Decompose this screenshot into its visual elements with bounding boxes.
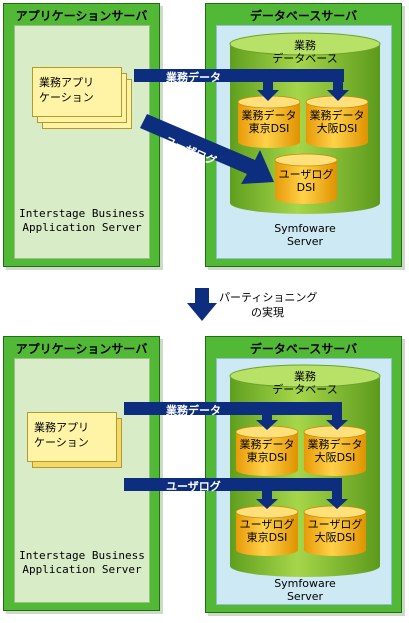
top-business-data-arrow	[134, 69, 349, 101]
bottom-symfoware-label: Symfoware Server	[274, 577, 336, 603]
bottom-user-log-arrow	[124, 478, 348, 509]
bottom-dsi-business-tokyo-label: 業務データ 東京DSI	[239, 438, 295, 464]
top-symfoware-label: Symfoware Server	[274, 222, 336, 248]
top-app-server-title: アプリケーションサーバ	[15, 9, 148, 23]
bottom-dsi-user-tokyo-cylinder	[235, 505, 299, 556]
bottom-dsi-user-osaka-cylinder	[303, 505, 367, 556]
top-app-server-panel: アプリケーションサーバ Interstage Business Applicat…	[3, 3, 160, 267]
bottom-dsi-business-osaka-label: 業務データ 大阪DSI	[307, 438, 363, 464]
bottom-app-server-label: Interstage Business Application Server	[19, 549, 145, 576]
top-business-data-arrow-label: 業務データ	[166, 71, 221, 84]
top-dsi-business-tokyo-cylinder	[237, 95, 301, 148]
top-dsi-business-tokyo-label: 業務データ 東京DSI	[241, 109, 297, 135]
bottom-app-card: 業務アプリ ケーション	[27, 412, 117, 462]
top-db-label: 業務 データベース	[272, 39, 338, 65]
bottom-app-server-inner: Interstage Business Application Server	[14, 358, 150, 603]
top-dsi-business-osaka-cylinder	[305, 95, 369, 148]
bottom-app-server-panel: アプリケーションサーバ Interstage Business Applicat…	[3, 336, 160, 611]
bottom-db-server-title: データベースサーバ	[249, 342, 358, 356]
bottom-dsi-business-tokyo-cylinder	[235, 425, 299, 476]
transition-down-arrow	[187, 288, 217, 321]
top-user-log-arrow	[140, 114, 274, 184]
bottom-business-data-arrow	[124, 402, 348, 430]
top-app-card: 業務アプリ ケーション	[32, 67, 122, 117]
bottom-dsi-user-osaka-label: ユーザログ 大阪DSI	[307, 518, 363, 544]
bottom-app-server-title: アプリケーションサーバ	[15, 342, 148, 356]
top-app-server-label: Interstage Business Application Server	[19, 207, 145, 234]
top-db-server-title: データベースサーバ	[249, 9, 358, 23]
top-dsi-business-osaka-label: 業務データ 大阪DSI	[309, 109, 365, 135]
top-app-server-inner: Interstage Business Application Server	[14, 25, 150, 259]
bottom-dsi-user-tokyo-label: ユーザログ 東京DSI	[239, 518, 295, 544]
top-dsi-user-cylinder	[274, 153, 338, 204]
bottom-user-log-arrow-label: ユーザログ	[166, 480, 221, 493]
bottom-dsi-business-osaka-cylinder	[303, 425, 367, 476]
bottom-db-label: 業務 データベース	[272, 370, 338, 396]
top-dsi-user-label: ユーザログ DSI	[278, 168, 334, 194]
transition-caption: パーティショニング の実現	[219, 291, 318, 319]
bottom-business-data-arrow-label: 業務データ	[166, 404, 221, 417]
